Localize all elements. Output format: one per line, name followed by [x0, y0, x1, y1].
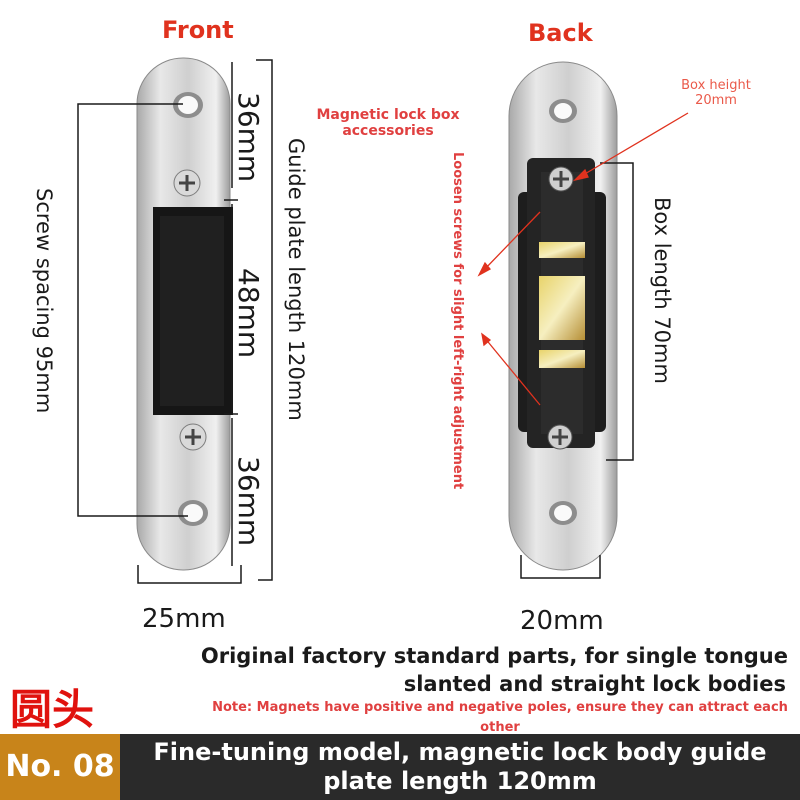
box-length-label: Box length 70mm [650, 197, 674, 384]
back-title: Back [528, 19, 593, 47]
accessories-note: Magnetic lock box accessories [316, 107, 460, 139]
description-line-2: slanted and straight lock bodies [403, 672, 786, 696]
box-height-note: Box height 20mm [681, 78, 751, 108]
bottom-banner [0, 734, 800, 800]
seg-bottom-label: 36mm [232, 456, 265, 547]
front-dimension-lines [77, 59, 273, 584]
screw-spacing-label: Screw spacing 95mm [32, 188, 56, 414]
back-dimension-lines [520, 162, 634, 579]
model-badge: No. 08 [0, 734, 120, 800]
seg-top-label: 36mm [232, 92, 265, 183]
banner-text: Fine-tuning model, magnetic lock body gu… [153, 738, 767, 795]
back-guide-plate [508, 61, 618, 571]
guide-length-label: Guide plate length 120mm [284, 138, 308, 421]
seg-mid-label: 48mm [232, 268, 265, 359]
annotation-arrows [477, 112, 689, 406]
front-width-label: 25mm [142, 604, 226, 634]
magnet-note: Note: Magnets have positive and negative… [212, 700, 788, 735]
description-line-1: Original factory standard parts, for sin… [200, 644, 788, 668]
back-width-label: 20mm [520, 606, 604, 636]
front-guide-plate [136, 57, 233, 571]
front-title: Front [162, 16, 234, 44]
loosen-screws-note: Loosen screws for slight left-right adju… [450, 152, 465, 490]
chinese-tag: 圆头 [10, 685, 95, 734]
